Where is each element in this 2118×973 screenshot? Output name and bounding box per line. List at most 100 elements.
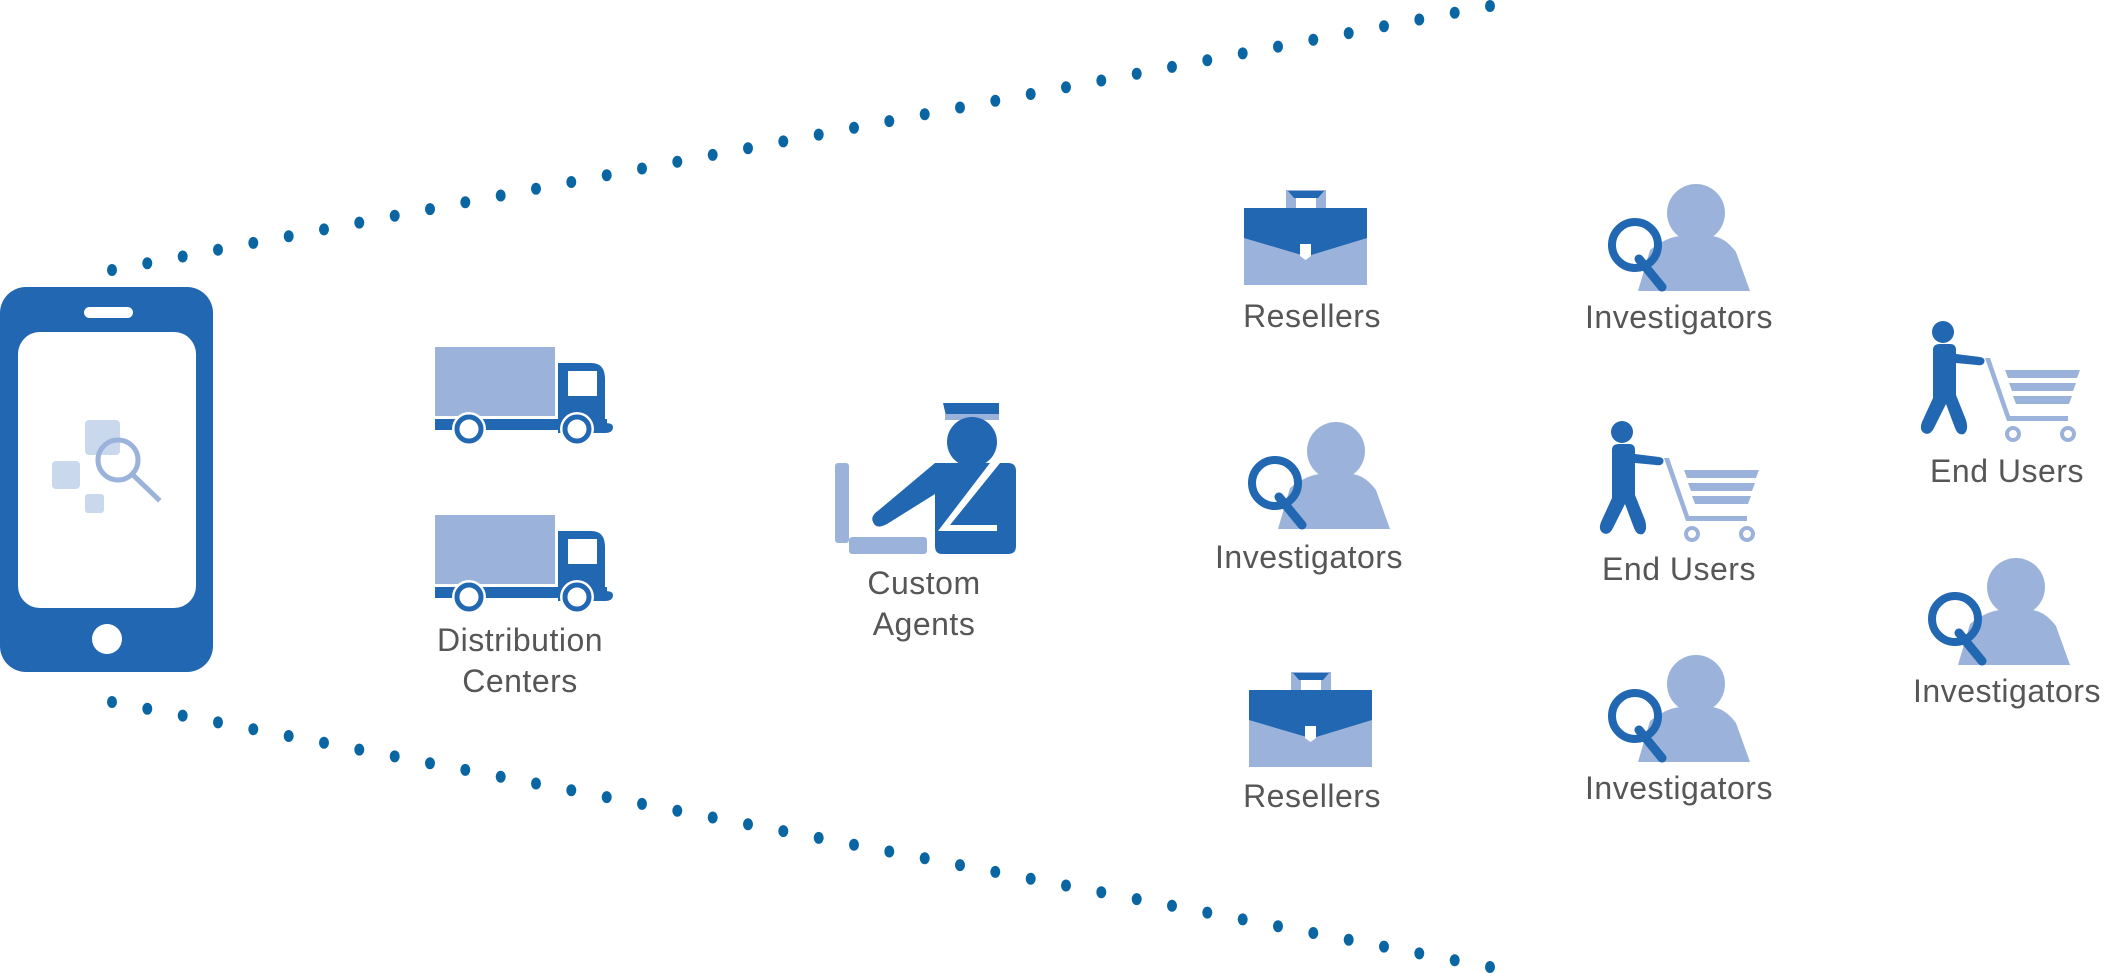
smartphone-search-icon — [0, 287, 213, 672]
shopper-cart-icon — [1597, 419, 1761, 542]
custom-agents-label: Custom Agents — [867, 563, 980, 645]
dot — [389, 209, 400, 222]
end-users-label: End Users — [1930, 453, 2084, 489]
dot — [955, 859, 965, 872]
dot — [142, 257, 153, 270]
dot — [107, 696, 117, 708]
dot — [778, 825, 789, 838]
dot — [1343, 933, 1354, 946]
dot — [142, 702, 153, 715]
dot — [1273, 40, 1283, 53]
dot — [990, 94, 1001, 107]
dot — [495, 770, 506, 783]
dot — [460, 763, 471, 776]
investigator-icon — [1612, 184, 1750, 291]
dot — [1096, 886, 1107, 899]
investigator-icon — [1932, 558, 2070, 665]
label-line: Custom — [867, 565, 981, 601]
dot — [637, 797, 647, 810]
dot — [354, 216, 365, 229]
dot — [1308, 33, 1319, 46]
resellers-label: Resellers — [1243, 778, 1381, 814]
investigators-label: Investigators — [1215, 539, 1403, 575]
dot — [919, 108, 930, 121]
dot — [1061, 81, 1071, 94]
dot — [1131, 893, 1142, 906]
dotted-line-bottom — [107, 696, 1495, 973]
dotted-line-top — [107, 0, 1495, 276]
dot — [1025, 872, 1036, 885]
dot — [1485, 961, 1495, 973]
dot — [672, 804, 683, 817]
dot — [955, 101, 965, 114]
dot — [213, 716, 223, 729]
dot — [319, 736, 329, 749]
dot — [460, 196, 471, 209]
customs-officer-icon — [835, 403, 1016, 554]
dot — [1202, 54, 1213, 67]
dot — [283, 730, 294, 742]
dot — [1449, 954, 1460, 967]
briefcase-icon — [1249, 672, 1372, 767]
dot — [495, 189, 506, 202]
dot — [743, 142, 753, 155]
dot — [1061, 879, 1071, 892]
dot — [1202, 906, 1213, 919]
dot — [566, 784, 577, 797]
dot — [1167, 60, 1177, 73]
dot — [601, 169, 612, 182]
dot — [1343, 27, 1354, 40]
end-users-label: End Users — [1602, 551, 1756, 587]
investigators-label: Investigators — [1585, 299, 1773, 335]
dot — [884, 845, 895, 858]
dot — [425, 757, 435, 770]
dot — [637, 162, 647, 175]
dot — [283, 230, 294, 243]
distribution-centers-label: Distribution Centers — [437, 620, 603, 702]
investigator-icon — [1252, 422, 1390, 529]
dot — [884, 115, 895, 128]
dot — [778, 135, 789, 148]
dot — [1237, 47, 1248, 60]
dot — [707, 148, 718, 161]
dot — [531, 777, 541, 790]
label-line: Centers — [462, 663, 578, 699]
truck-icon — [435, 515, 613, 614]
dot — [1485, 0, 1495, 12]
dot — [248, 236, 259, 249]
briefcase-icon — [1244, 190, 1367, 285]
label-line: Distribution — [436, 622, 604, 658]
dot — [1131, 67, 1142, 80]
dot — [1449, 6, 1460, 19]
dot — [1096, 74, 1107, 87]
dot — [1414, 13, 1425, 26]
dot — [107, 264, 117, 276]
label-line: Agents — [872, 606, 976, 642]
dot — [177, 250, 188, 263]
dot — [1379, 940, 1389, 953]
dot — [743, 818, 753, 831]
dot — [601, 791, 612, 804]
investigator-icon — [1612, 655, 1750, 762]
dot — [707, 811, 718, 824]
investigators-label: Investigators — [1585, 770, 1773, 806]
dot — [1379, 20, 1389, 33]
dot — [813, 831, 824, 844]
dot — [531, 182, 541, 195]
dot — [813, 128, 824, 141]
dot — [849, 121, 859, 134]
dot — [990, 865, 1001, 878]
dot — [1308, 927, 1319, 939]
dot — [389, 750, 400, 763]
dot — [1414, 947, 1425, 960]
dot — [566, 176, 577, 188]
dot — [177, 709, 188, 722]
dot — [319, 223, 329, 236]
dot — [849, 838, 859, 851]
dot — [672, 155, 683, 168]
dot — [354, 743, 365, 756]
dot — [213, 243, 223, 256]
dot — [919, 852, 930, 865]
dot — [1237, 913, 1248, 926]
investigators-label: Investigators — [1913, 673, 2101, 709]
